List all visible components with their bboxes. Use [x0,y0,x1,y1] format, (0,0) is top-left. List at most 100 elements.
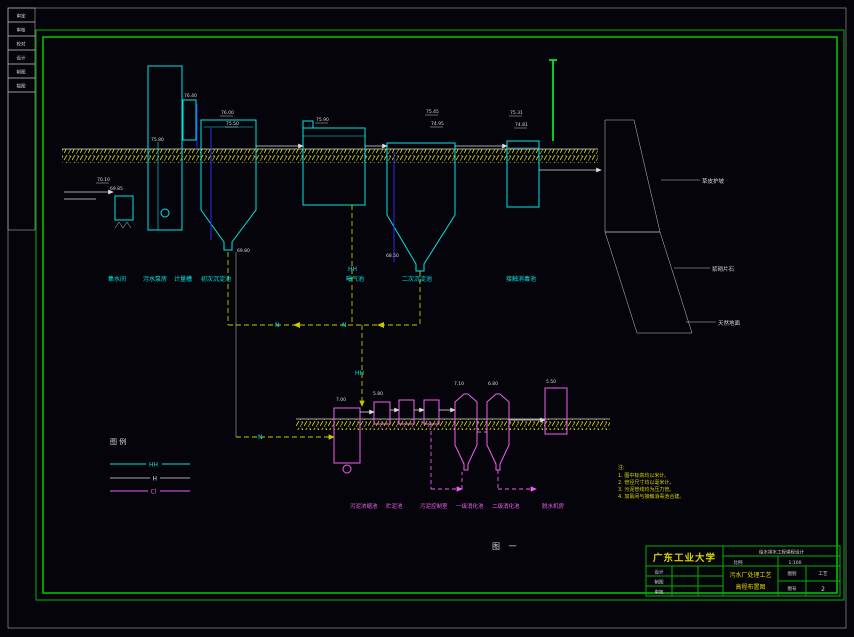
title-block: 广东工业大学 给水排水工程课程设计 比例 1:100 设计 制图 审核 污水厂处… [645,545,841,597]
slope-annotation: 草皮护坡 [702,177,725,185]
university-name: 广东工业大学 [653,552,716,564]
sludge-label: 二级消化池 [492,502,520,510]
sludge-label: 一级消化池 [456,502,484,510]
slope-lower-hatch [604,231,693,334]
secondary-digester [486,393,510,471]
water-surface-symbol [114,221,132,229]
chlorine-feed-line [549,59,557,141]
sheet-no-value: 2 [821,586,825,593]
sign-cell-label: 制图 [17,69,26,76]
metering-flume [182,99,197,141]
process-label: 二次沉淀池 [402,275,432,283]
elevation-label: 74.81 [515,122,528,128]
elevation-label: 5.50 [546,379,556,385]
elevation-label: 76.40 [184,93,197,99]
figure-caption: 图 一 [492,542,520,551]
process-label: 污水泵房 [143,275,167,283]
process-label: 计量槽 [174,275,192,283]
notes: 注: 1. 图中标高均以米计。 2. 管径尺寸均以毫米计。 3. 污泥管线均为压… [618,464,684,500]
contact-tank [506,140,540,208]
slope-upper-hatch [604,119,661,233]
elevation-label: 75.80 [151,137,164,143]
ground-line-top [62,148,598,163]
elevation-label: 70.10 [97,177,110,183]
sludge-label: 贮泥池 [386,502,403,510]
border-frame [35,29,845,601]
elevation-label: 76.00 [221,110,234,116]
pump-station [114,65,198,231]
primary-digester [454,393,478,471]
sludge-thickener [333,407,361,464]
inlet-pipe [64,189,114,200]
flow-tag: HH [355,370,364,377]
sludge-treatment-units [333,387,568,492]
flow-tag: N [258,434,263,441]
sludge-unit-labels: 污泥浓缩池 贮泥池 污泥控制室 一级消化池 二级消化池 脱水机房 [350,502,565,510]
wet-well [114,195,134,221]
elevation-label: 74.95 [431,121,444,127]
secondary-sedimentation-tank [386,142,456,272]
elevation-label: 75.45 [426,109,439,115]
note-line: 2. 管径尺寸均以毫米计。 [618,479,674,486]
note-line: 1. 图中标高均以米计。 [618,472,669,479]
elevation-label: 68.50 [386,253,399,259]
course-name: 给水排水工程课程设计 [759,549,804,556]
sign-cell-label: 设计 [17,55,26,62]
interconnect-pipes [256,143,602,173]
scale-value: 1:100 [789,560,802,566]
legend-item-label: Cl [151,489,157,496]
process-label: 初次沉淀池 [201,275,231,283]
process-label: 曝气池 [346,275,364,283]
elevation-label: 6.80 [488,381,498,387]
ground-line-lower [296,418,610,430]
slope-annotation: 天然地面 [718,319,741,327]
sheet-type-label: 图别 [788,570,797,577]
legend: 图 例 HH H Cl [110,437,190,496]
legend-item-label: H [153,476,158,483]
flow-tags: N N N HH HH [258,266,364,441]
scale-label: 比例 [734,559,743,566]
discharge-slope: 草皮护坡 浆砌片石 天然地面 [604,119,741,334]
elevation-label: 75.90 [316,117,329,123]
sign-cell-label: 校对 [17,41,26,48]
field-label: 审核 [655,589,664,596]
drawing-title-line1: 污水厂处理工艺 [729,571,771,579]
sign-cell-label: 审定 [17,13,26,20]
note-line: 3. 污泥管线均为压力管。 [618,486,674,493]
aeration-tank [302,120,366,206]
dewatering-building [544,387,568,435]
field-label: 制图 [655,579,664,586]
sign-cell-label: 审核 [17,27,26,34]
elevation-label: 75.31 [510,110,523,116]
signature-strip: 审定 审核 校对 设计 制图 描图 [7,7,36,231]
legend-item-label: HH [149,462,158,469]
slope-annotation: 浆砌片石 [712,265,735,273]
process-label: 集水间 [108,275,126,283]
elevation-label: 69.80 [237,248,250,254]
elevation-label: 69.85 [110,186,123,192]
primary-sedimentation-tank [200,119,257,251]
paper-edge [7,7,847,629]
flow-tag: HH [348,266,357,273]
sheet-type-value: 工艺 [819,571,828,577]
drawing-title-line2: 高程布置图 [735,583,765,591]
elevation-label: 75.50 [226,121,239,127]
process-label: 接触消毒池 [506,275,536,283]
legend-title: 图 例 [110,437,126,446]
elevation-label: 7.10 [454,381,464,387]
note-line: 4. 加氯间与接触消毒池合建。 [618,493,684,500]
sludge-pump-symbol [342,464,352,474]
sludge-pipelines [227,205,421,440]
flow-tag: N [275,322,280,329]
sign-cell-label: 描图 [17,83,26,90]
elevation-label: 5.80 [373,391,383,397]
field-label: 设计 [655,569,664,576]
flow-tag: N [342,322,347,329]
process-labels: 集水间 污水泵房 计量槽 初次沉淀池 曝气池 二次沉淀池 接触消毒池 [108,275,536,283]
elevation-label: 7.00 [336,397,346,403]
pump-symbol [160,208,170,218]
sheet-no-label: 图号 [788,586,797,592]
sludge-label: 污泥浓缩池 [350,502,378,510]
